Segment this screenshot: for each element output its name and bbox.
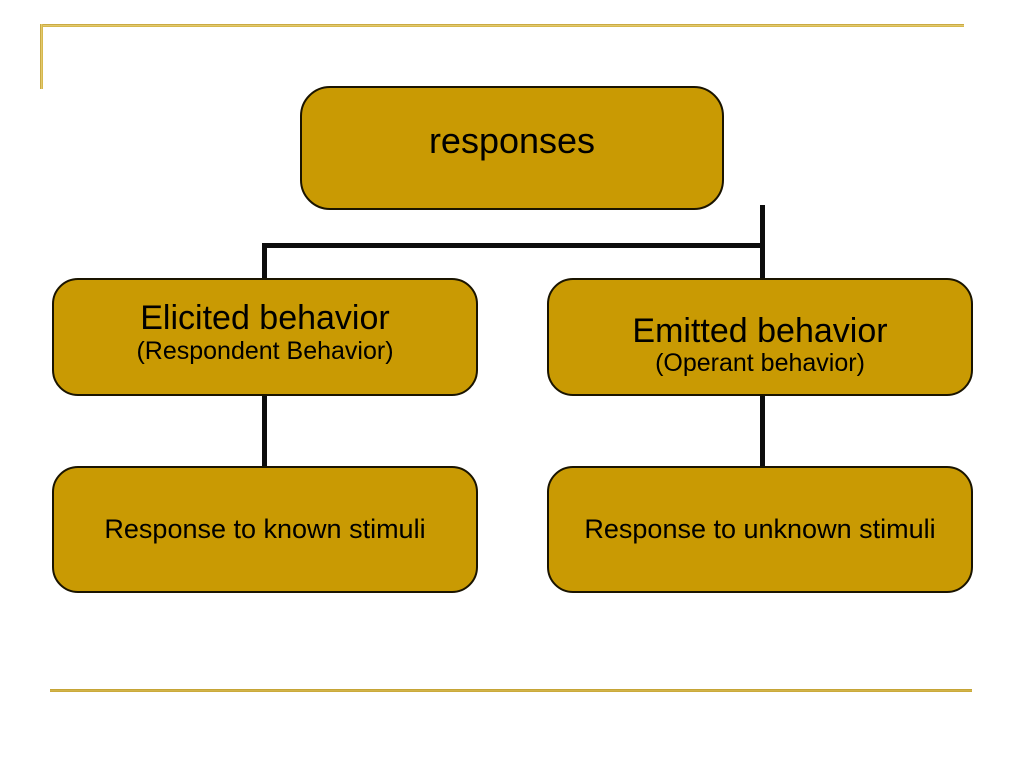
- connector-root-to-elicited: [262, 243, 267, 289]
- connector-elicited-to-known-stimuli: [262, 392, 267, 472]
- connector-emitted-to-unknown-stimuli: [760, 392, 765, 472]
- node-emitted-behavior-sublabel: (Operant behavior): [655, 349, 865, 378]
- node-response-to-known-stimuli[interactable]: Response to known stimuli: [52, 466, 478, 593]
- node-elicited-behavior-sublabel: (Respondent Behavior): [136, 337, 394, 366]
- node-emitted-behavior-label: Emitted behavior: [632, 312, 888, 351]
- node-responses-label: responses: [428, 119, 596, 161]
- connector-root-stem: [760, 205, 765, 248]
- node-elicited-behavior[interactable]: Elicited behavior (Respondent Behavior): [52, 278, 478, 396]
- connector-root-to-emitted: [760, 243, 765, 289]
- node-elicited-behavior-label: Elicited behavior: [140, 299, 390, 338]
- node-response-to-unknown-stimuli-label: Response to unknown stimuli: [584, 514, 936, 545]
- connector-root-crossbar: [262, 243, 765, 248]
- bottom-accent-rule: [50, 689, 972, 692]
- top-accent-rule: [40, 24, 964, 27]
- node-response-to-known-stimuli-label: Response to known stimuli: [104, 514, 426, 545]
- left-accent-rule: [40, 24, 43, 89]
- node-emitted-behavior[interactable]: Emitted behavior (Operant behavior): [547, 278, 973, 396]
- node-responses[interactable]: responses: [300, 86, 724, 210]
- node-response-to-unknown-stimuli[interactable]: Response to unknown stimuli: [547, 466, 973, 593]
